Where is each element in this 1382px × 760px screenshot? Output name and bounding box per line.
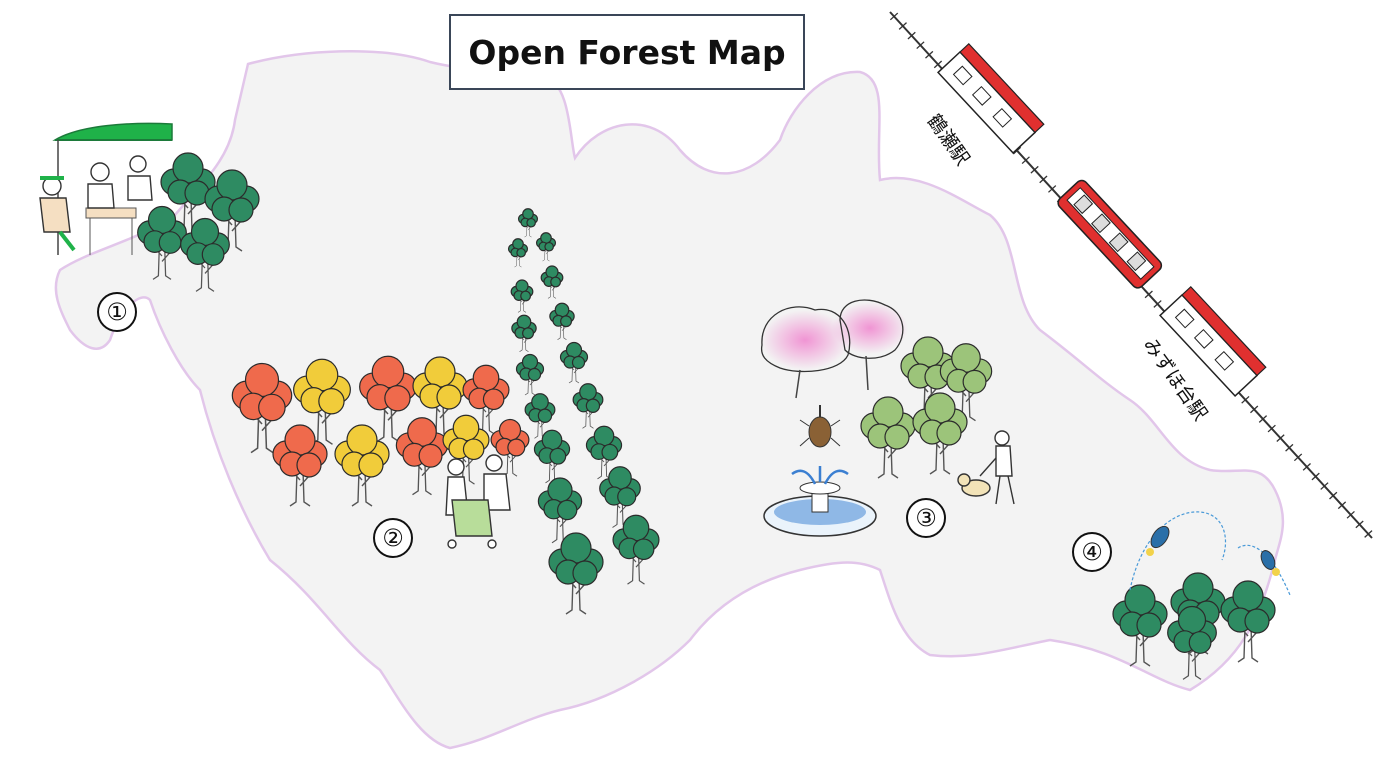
station-building-icon <box>1158 285 1267 397</box>
fountain-icon <box>763 466 877 537</box>
family-stroller-icon <box>445 454 511 549</box>
cherry-blossom-trees <box>760 299 908 399</box>
map-title: Open Forest Map <box>449 14 805 90</box>
people-icon <box>39 155 153 252</box>
picnic-canopy-icon <box>52 122 173 255</box>
marker-4[interactable]: ④ <box>1072 532 1112 572</box>
marker-2[interactable]: ② <box>373 518 413 558</box>
train-icon <box>1057 179 1163 289</box>
forest-area <box>54 49 1285 750</box>
firefly-icon <box>1129 511 1291 596</box>
beetle-icon <box>799 405 841 448</box>
station-building-icon <box>936 42 1045 154</box>
marker-1[interactable]: ① <box>97 292 137 332</box>
marker-3[interactable]: ③ <box>906 498 946 538</box>
dog-walker-icon <box>957 430 1015 505</box>
